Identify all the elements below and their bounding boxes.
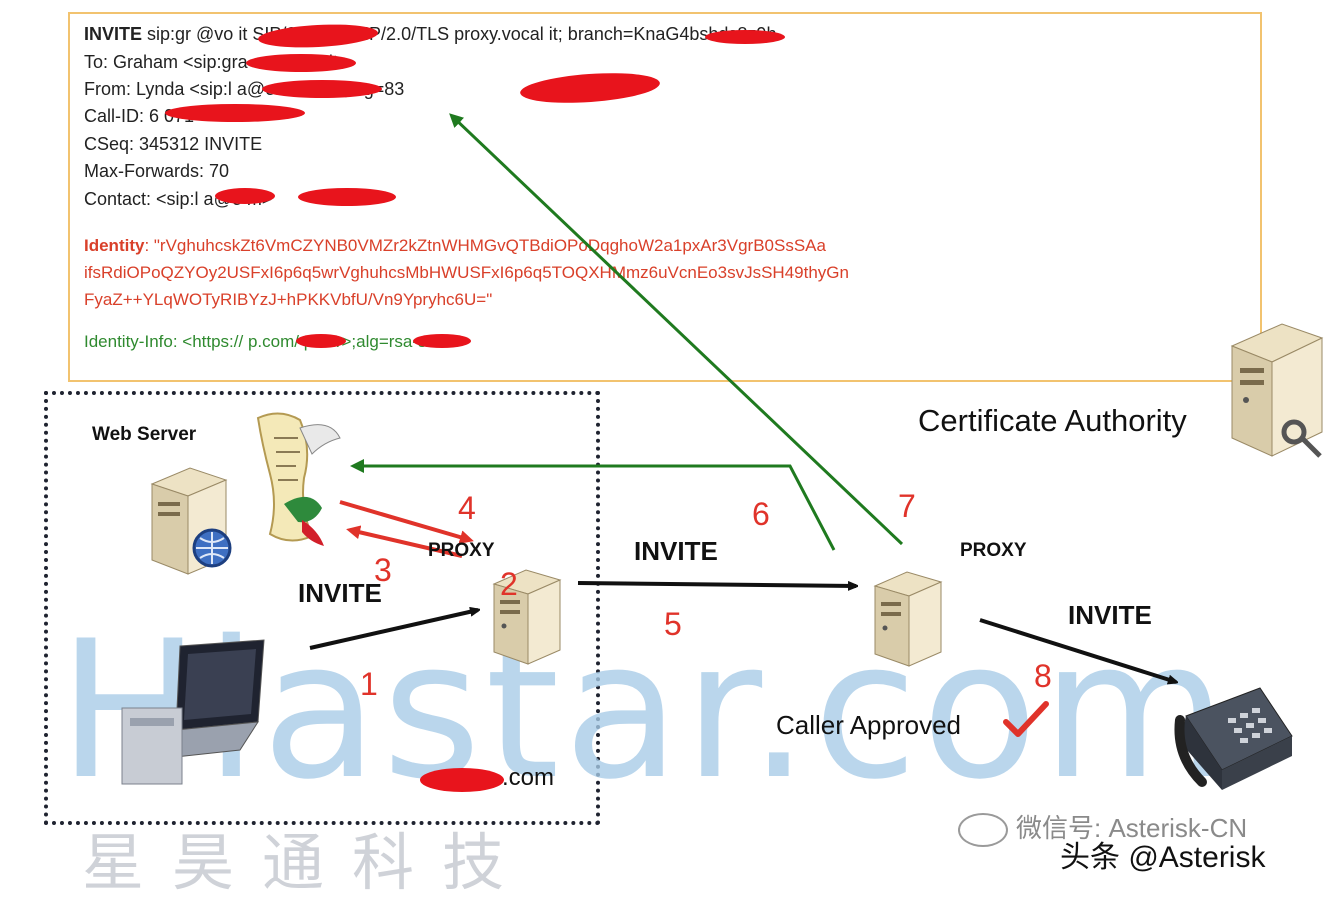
invite-arrow-proxy-to-proxy: [577, 583, 856, 586]
sip-identity-info: Identity-Info: <https:// p.com/ p.cer>;a…: [84, 332, 455, 351]
sip-identity-line-3: FyaZ++YLqWOTyRIBYzJ+hPKKVbfU/Vn9Ypryhc6U…: [84, 290, 493, 309]
invite-label-1: INVITE: [298, 578, 382, 608]
redaction-mark: [413, 334, 471, 348]
wechat-id: 微信号: Asterisk-CN: [1016, 813, 1248, 843]
proxy-right-label: PROXY: [960, 540, 1027, 561]
invite-label-2: INVITE: [634, 536, 718, 566]
certificate-scroll-icon: [256, 412, 341, 546]
cert-request-arrow: [339, 500, 474, 544]
redaction-mark: [296, 334, 346, 348]
redaction-mark: [298, 188, 396, 206]
certificate-authority-label: Certificate Authority: [918, 403, 1187, 438]
wechat-watermark: 微信号: Asterisk-CN: [958, 808, 1248, 848]
redaction-mark: [215, 188, 275, 204]
web-server-icon: [150, 467, 232, 575]
step-number-1: 1: [360, 666, 378, 702]
cert-response-arrow: [346, 525, 463, 558]
step-number-3: 3: [374, 552, 392, 588]
certificate-authority-server-icon: [1230, 323, 1324, 458]
origin-domain-zone: [44, 391, 600, 825]
identity-verify-arrow: [449, 113, 904, 546]
redaction-mark: [420, 768, 504, 792]
toutiao-watermark: 头条 @Asterisk: [1060, 841, 1266, 874]
redaction-mark: [165, 104, 305, 122]
checkmark-icon: [1003, 701, 1049, 737]
proxy-left-label: PROXY: [428, 540, 495, 561]
domain-label: .com: [502, 764, 555, 791]
caller-laptop-icon: [121, 639, 265, 785]
identity-label: Identity: [84, 236, 145, 255]
step-number-4: 4: [458, 490, 476, 526]
caller-approved-label: Caller Approved: [776, 710, 961, 740]
step-number-5: 5: [664, 606, 682, 642]
redaction-mark: [262, 80, 382, 98]
step-number-7: 7: [898, 488, 916, 524]
web-server-label: Web Server: [92, 424, 197, 445]
step-number-6: 6: [752, 496, 770, 532]
wechat-icon: [958, 813, 1008, 848]
sip-identity-line-1: Identity: "rVghuhcskZt6VmCZYNB0VMZr2kZtn…: [84, 236, 826, 256]
sip-identity-line-2: ifsRdiOPoQZYOy2USFxI6p6q5wrVghuhcsMbHWUS…: [84, 263, 849, 282]
proxy-right-server-icon: [873, 571, 943, 667]
sip-cseq-header: CSeq: 345312 INVITE: [84, 134, 263, 154]
proxy-left-server-icon: [492, 569, 562, 665]
invite-arrow-laptop-to-proxy: [309, 610, 478, 650]
sip-maxforwards-header: Max-Forwards: 70: [84, 161, 230, 181]
redaction-mark: [246, 54, 356, 72]
company-watermark: 星昊通科技: [82, 826, 533, 899]
cert-fetch-arrow: [350, 459, 836, 551]
identity-value-1: : "rVghuhcskZt6VmCZYNB0VMZr2kZtnWHMGvQTB…: [144, 236, 826, 255]
step-number-8: 8: [1034, 658, 1052, 694]
sip-method: INVITE: [84, 24, 143, 44]
invite-arrow-proxy-to-phone: [979, 618, 1176, 682]
callee-phone-icon: [1174, 687, 1293, 790]
redaction-mark: [705, 30, 785, 44]
step-number-2: 2: [500, 566, 518, 602]
invite-label-3: INVITE: [1068, 600, 1152, 630]
